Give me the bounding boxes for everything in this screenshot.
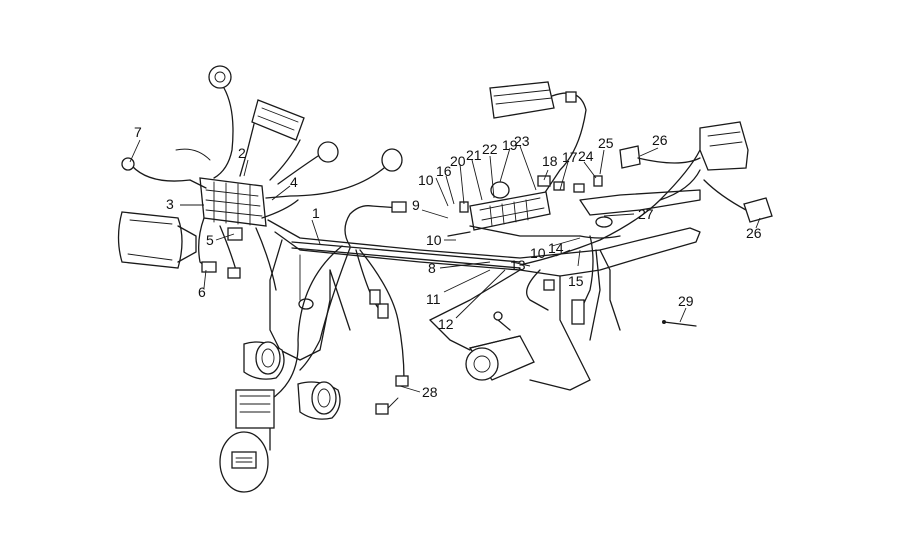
callout-19: 19 <box>502 137 518 153</box>
callout-3: 3 <box>166 196 174 212</box>
callout-26-a: 26 <box>652 132 668 148</box>
callout-13: 13 <box>510 257 526 273</box>
sensor-28 <box>375 375 409 415</box>
callout-7: 7 <box>134 124 142 140</box>
callout-10-a: 10 <box>418 172 434 188</box>
tail-light <box>619 121 773 223</box>
ecu-box <box>489 81 587 201</box>
left-upper-loom <box>121 65 403 291</box>
starter-motor <box>465 311 535 381</box>
central-fuse-box <box>447 175 603 237</box>
callout-11: 11 <box>426 291 441 307</box>
callout-6: 6 <box>198 284 206 300</box>
right-loom <box>526 235 621 325</box>
callout-4: 4 <box>290 174 298 190</box>
callout-labels: 1 2 3 4 5 6 7 8 9 10 10 10 11 12 13 14 1… <box>134 124 762 400</box>
callout-16: 16 <box>436 163 452 179</box>
callout-18: 18 <box>542 153 558 169</box>
headlight <box>117 211 197 269</box>
callout-9: 9 <box>412 197 420 213</box>
cable-tie <box>662 320 697 327</box>
callout-27: 27 <box>638 206 654 222</box>
callout-1: 1 <box>312 205 320 221</box>
callout-22: 22 <box>482 141 498 157</box>
coils <box>219 289 389 493</box>
callout-2: 2 <box>238 145 246 161</box>
callout-24: 24 <box>578 148 594 164</box>
callout-25: 25 <box>598 135 614 151</box>
callout-21: 21 <box>466 147 482 163</box>
callout-23: 23 <box>514 133 530 149</box>
callout-28: 28 <box>422 384 438 400</box>
callout-17: 17 <box>562 149 578 165</box>
callout-14: 14 <box>548 240 564 256</box>
callout-8: 8 <box>428 260 436 276</box>
main-harness <box>269 149 701 451</box>
callout-26-b: 26 <box>746 225 762 241</box>
callout-5: 5 <box>206 232 214 248</box>
frame <box>267 189 701 391</box>
callout-15: 15 <box>568 273 584 289</box>
leader-lines <box>129 139 761 393</box>
callout-20: 20 <box>450 153 466 169</box>
callout-10-c: 10 <box>530 245 546 261</box>
callout-10-b: 10 <box>426 232 442 248</box>
callout-29: 29 <box>678 293 694 309</box>
callout-12: 12 <box>438 316 454 332</box>
